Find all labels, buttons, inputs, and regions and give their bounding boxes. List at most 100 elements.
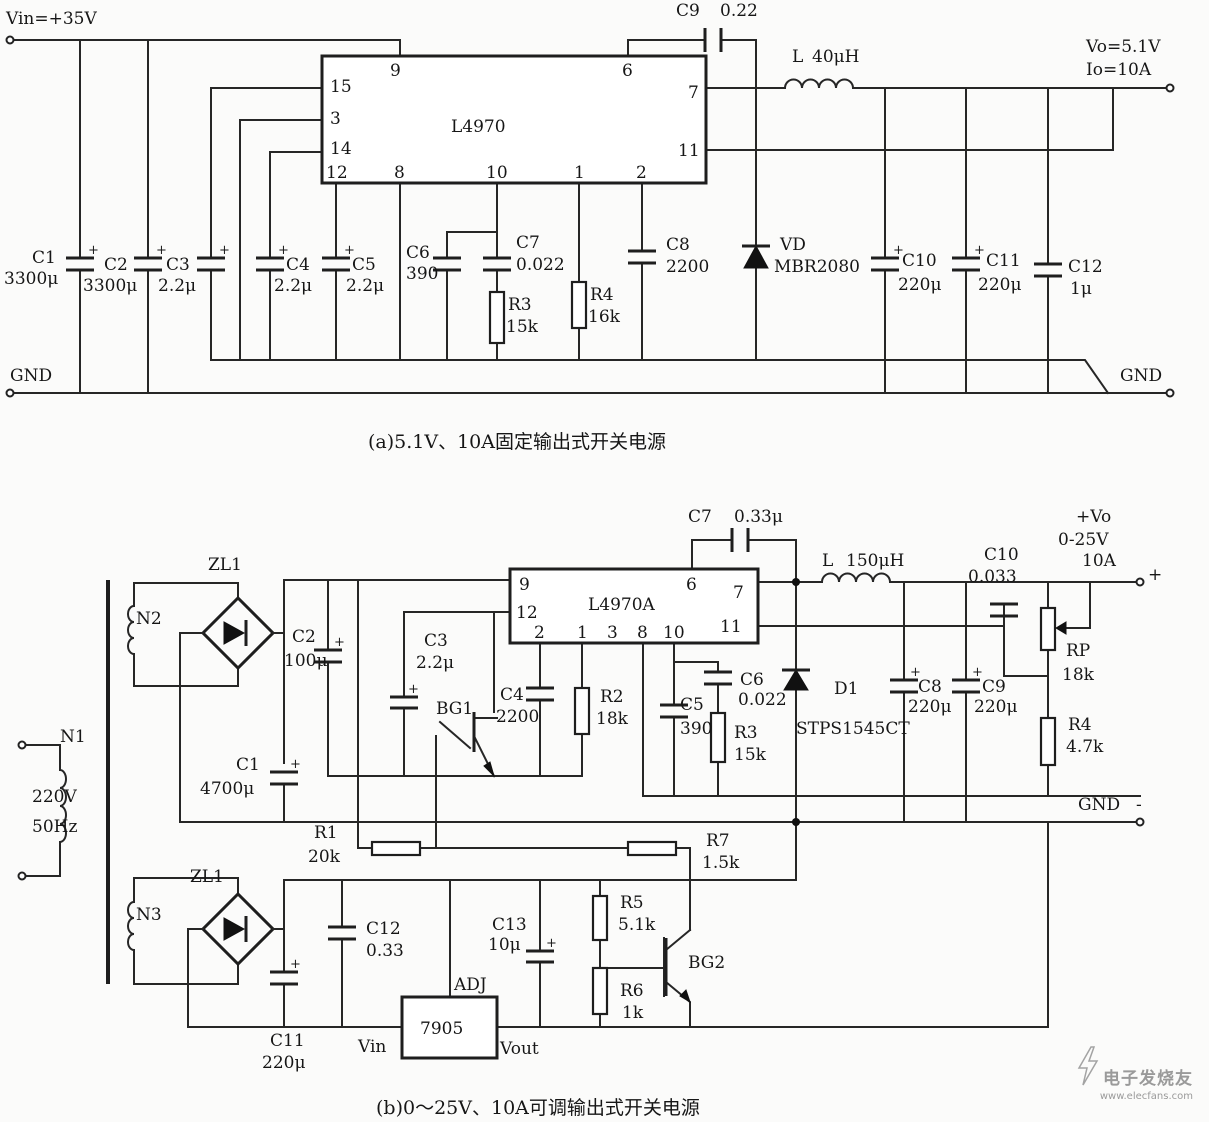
circuit-b-rp-potentiometer bbox=[1039, 606, 1067, 652]
circuit-b-pin-3: 3 bbox=[607, 623, 618, 643]
circuit-b-pin-11: 11 bbox=[720, 617, 742, 637]
circuit-a-c3-capacitor: + bbox=[197, 243, 230, 272]
circuit-b-pin-9: 9 bbox=[519, 575, 530, 595]
circuit-a-gnd-right-terminal bbox=[1165, 388, 1175, 398]
circuit-a-gnd-left-label: GND bbox=[10, 366, 52, 386]
circuit-b-transformer bbox=[21, 580, 239, 985]
circuit-a-c11-value: 220μ bbox=[978, 275, 1022, 295]
circuit-b-r3-value: 15k bbox=[734, 745, 767, 765]
circuit-b-pin-10: 10 bbox=[663, 623, 685, 643]
circuit-a-pin-12: 12 bbox=[326, 163, 348, 183]
circuit-a-c7-value: 0.022 bbox=[516, 255, 565, 275]
circuit-b-c5-capacitor bbox=[660, 703, 688, 719]
circuit-b-c1-label: C1 bbox=[236, 755, 260, 775]
circuit-a-c11-label: C11 bbox=[986, 251, 1021, 271]
circuit-b-r1-label: R1 bbox=[314, 823, 338, 843]
circuit-b-r6-resistor bbox=[591, 966, 609, 1016]
svg-text:+: + bbox=[219, 243, 230, 258]
circuit-a-c6-capacitor bbox=[433, 256, 461, 272]
circuit-b-l-value: 150μH bbox=[846, 551, 904, 571]
circuit-a-gnd-right-label: GND bbox=[1120, 366, 1162, 386]
circuit-a-pin-15: 15 bbox=[330, 77, 352, 97]
circuit-b-c1-value: 4700μ bbox=[200, 779, 254, 799]
circuit-a-c4-value: 2.2μ bbox=[274, 276, 312, 296]
circuit-b-r4-resistor bbox=[1039, 716, 1057, 767]
svg-text:+: + bbox=[974, 243, 985, 258]
circuit-a-c2-value: 3300μ bbox=[83, 276, 137, 296]
svg-text:+: + bbox=[88, 243, 99, 258]
circuit-a-r4-resistor bbox=[570, 280, 588, 330]
circuit-b-bg1-label: BG1 bbox=[436, 699, 473, 719]
circuit-b-pin-6: 6 bbox=[686, 575, 697, 595]
circuit-b-pin-7: 7 bbox=[733, 583, 744, 603]
circuit-b-zl1-top-label: ZL1 bbox=[208, 555, 242, 575]
circuit-b-c9-label: C9 bbox=[982, 677, 1006, 697]
circuit-b-c3-capacitor: + bbox=[390, 682, 419, 710]
circuit-a-c3-label: C3 bbox=[166, 255, 190, 275]
circuit-a-pin-9: 9 bbox=[390, 61, 401, 81]
circuit-a-l-label: L bbox=[792, 47, 803, 67]
circuit-a-c1-label: C1 bbox=[32, 248, 56, 268]
circuit-b-c13-capacitor: + bbox=[526, 936, 557, 964]
circuit-b-n2-label: N2 bbox=[136, 609, 162, 629]
circuit-a-chip-label: L4970 bbox=[451, 117, 506, 137]
circuit-a-c6-label: C6 bbox=[406, 243, 430, 263]
circuit-b-r7-value: 1.5k bbox=[702, 853, 740, 873]
circuit-a-l-value: 40μH bbox=[812, 47, 860, 67]
circuit-b-r6-label: R6 bbox=[620, 981, 644, 1001]
circuit-b-r1-resistor bbox=[370, 840, 422, 857]
circuit-a-l4970-chip bbox=[320, 54, 708, 185]
svg-text:+: + bbox=[156, 243, 167, 258]
circuit-a-c7-capacitor bbox=[483, 256, 511, 272]
svg-text:+: + bbox=[344, 243, 355, 258]
circuit-b-c11-capacitor: + bbox=[270, 957, 301, 986]
circuit-a-vin-label: Vin=+35V bbox=[5, 9, 97, 29]
circuit-b-pin-8: 8 bbox=[637, 623, 648, 643]
circuit-b-c10-value: 0.033 bbox=[968, 567, 1017, 587]
svg-text:+: + bbox=[408, 682, 419, 697]
circuit-b-c8-capacitor: + bbox=[890, 665, 921, 694]
circuit-b-gnd-terminal bbox=[1135, 817, 1145, 827]
svg-text:+: + bbox=[334, 635, 345, 650]
circuit-a-c3-value: 2.2μ bbox=[158, 276, 196, 296]
circuit-b-junction-dot bbox=[792, 578, 800, 586]
circuit-b-n3-label: N3 bbox=[136, 905, 162, 925]
circuit-b-c8-value: 220μ bbox=[908, 697, 952, 717]
circuit-a-inductor bbox=[783, 78, 855, 90]
circuit-a-vin-terminal bbox=[5, 35, 15, 45]
circuit-b-r2-resistor bbox=[573, 686, 591, 736]
circuit-a-c9-capacitor bbox=[703, 28, 723, 52]
circuit-a-c4-capacitor: + bbox=[256, 243, 289, 272]
circuit-a-c1-capacitor: + bbox=[66, 243, 99, 272]
circuit-a-c8-capacitor bbox=[628, 249, 656, 265]
circuit-b-mains-terminal-top bbox=[17, 740, 27, 750]
circuit-b-c1-capacitor: + bbox=[270, 757, 301, 786]
circuit-b-pin-1: 1 bbox=[577, 623, 588, 643]
circuit-b-mains-terminal-bottom bbox=[17, 871, 27, 881]
circuit-b-c10-label: C10 bbox=[984, 545, 1019, 565]
circuit-a-pin-14: 14 bbox=[330, 139, 352, 159]
circuit-a-pin-8: 8 bbox=[394, 163, 405, 183]
circuit-a-pin-1: 1 bbox=[574, 163, 585, 183]
circuit-b-chip-label: L4970A bbox=[588, 595, 656, 615]
circuit-a-c5-value: 2.2μ bbox=[346, 276, 384, 296]
circuit-a-c12-label: C12 bbox=[1068, 257, 1103, 277]
circuit-a-c2-capacitor: + bbox=[134, 243, 167, 272]
circuit-a-c8-value: 2200 bbox=[666, 257, 709, 277]
circuit-b-r4-label: R4 bbox=[1068, 715, 1092, 735]
circuit-a-pin-6: 6 bbox=[622, 61, 633, 81]
circuit-b-c5-value: 390 bbox=[680, 719, 712, 739]
circuit-b-bg2-transistor bbox=[664, 938, 691, 1004]
circuit-b-d1-label: D1 bbox=[834, 679, 858, 699]
circuit-b-c12-capacitor bbox=[328, 925, 356, 941]
circuit-b-inductor bbox=[820, 572, 892, 584]
circuit-b-c6-capacitor bbox=[704, 670, 732, 686]
svg-text:+: + bbox=[546, 936, 557, 951]
circuit-b-c9-capacitor: + bbox=[952, 665, 983, 694]
circuit-a-c6-value: 390 bbox=[406, 264, 438, 284]
circuit-a-wires bbox=[9, 39, 1171, 395]
circuit-b-c4-value: 2200 bbox=[496, 707, 539, 727]
circuit-b-r2-label: R2 bbox=[600, 687, 624, 707]
circuit-b-c8-label: C8 bbox=[918, 677, 942, 697]
